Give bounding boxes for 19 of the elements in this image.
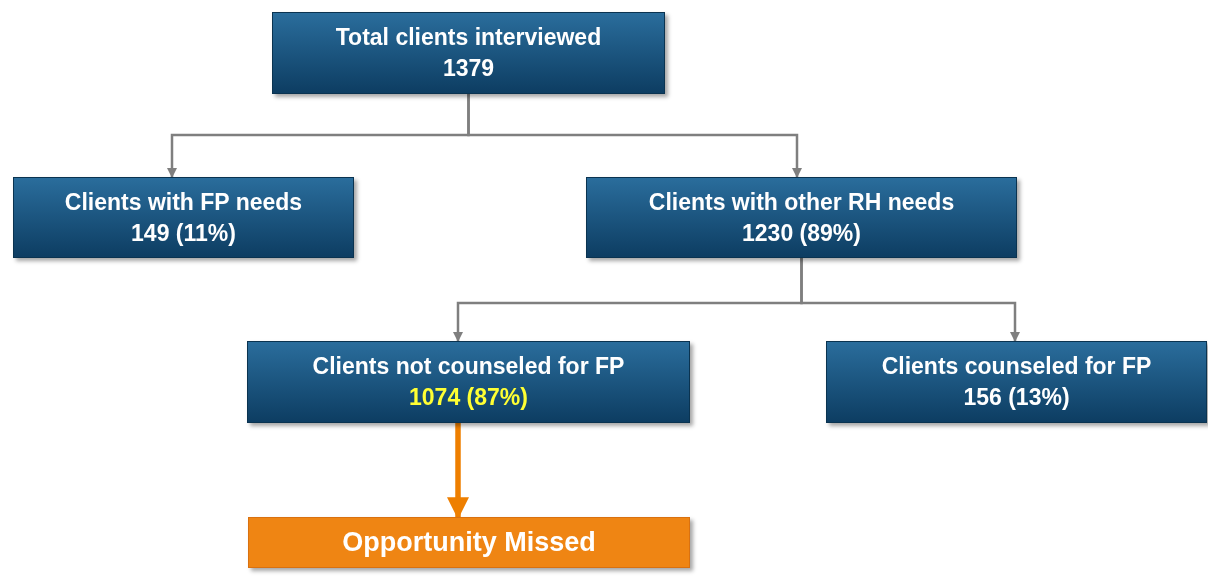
process-box <box>272 12 665 94</box>
node-title: Total clients interviewed <box>335 23 602 52</box>
process-box <box>586 177 1017 258</box>
outcome-box <box>248 517 690 568</box>
arrow <box>800 258 1020 342</box>
node-value: 156 (13%) <box>963 383 1070 412</box>
node-title: Clients not counseled for FP <box>312 352 625 381</box>
node-title: Clients with other RH needs <box>648 187 955 217</box>
process-box <box>247 341 690 423</box>
node-title: Clients with FP needs <box>64 187 303 217</box>
node-value: 149 (11%) <box>131 218 236 248</box>
node-value: 1379 <box>442 54 495 83</box>
node-value: 1230 (89%) <box>742 218 861 248</box>
node-value: 1074 (87%) <box>409 383 528 412</box>
node-title: Opportunity Missed <box>342 527 596 558</box>
node-title: Clients counseled for FP <box>881 352 1152 381</box>
process-box <box>826 341 1207 423</box>
process-box <box>13 177 354 258</box>
arrow <box>467 94 802 178</box>
